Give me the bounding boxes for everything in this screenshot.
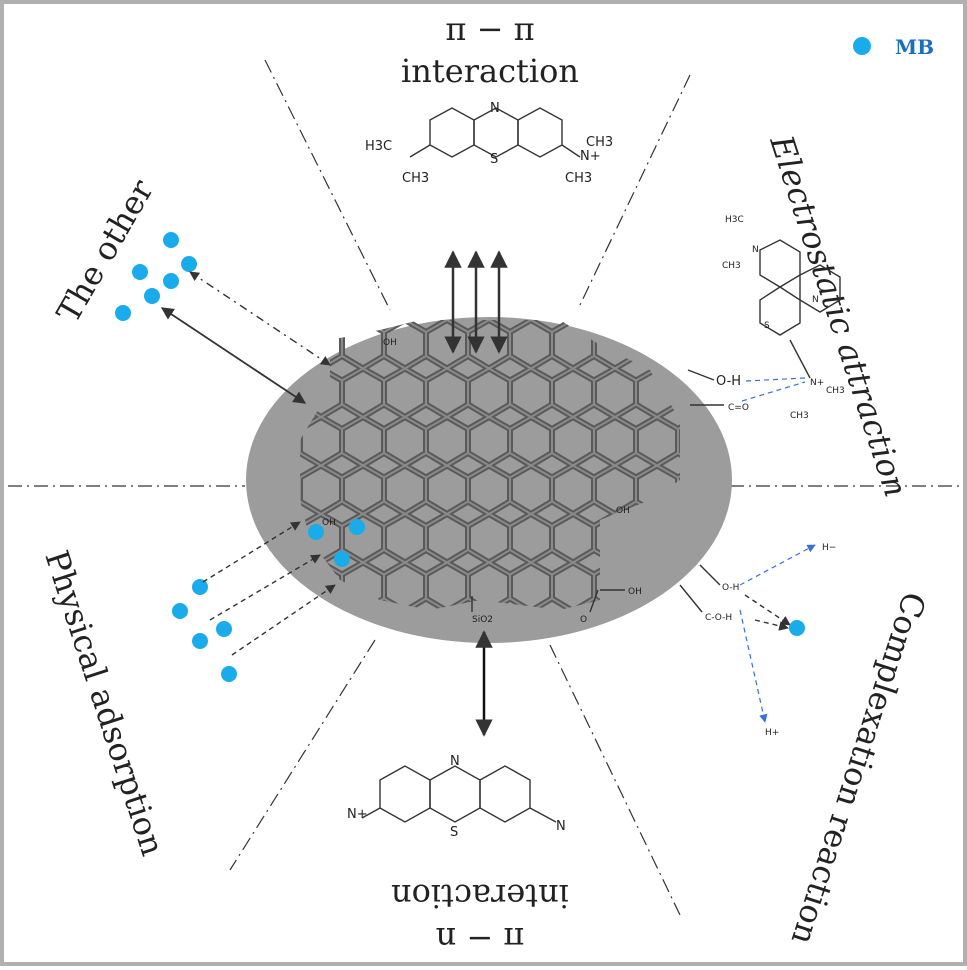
pi-pi-title: π − π <box>445 10 534 48</box>
h-minus-label: H− <box>822 543 836 553</box>
hbond-link-1 <box>745 377 806 382</box>
mb-right-ch3-2: CH3 <box>826 386 845 396</box>
mb-dot-other-4 <box>181 256 197 272</box>
mb-molecule-right: H3C N CH3 N S N+ CH3 CH3 <box>722 215 845 421</box>
mb-dot-complex <box>789 620 805 636</box>
mb-bottom-n: N <box>450 754 460 769</box>
the-other-label: The other <box>49 173 161 329</box>
mb-dot-other-2 <box>132 264 148 280</box>
oh-right-label: OH <box>616 506 630 516</box>
complex-arrow-2 <box>754 619 789 631</box>
oh-top-label: OH <box>383 338 397 348</box>
complex-link-1 <box>739 544 816 586</box>
divider-bottom-right <box>549 644 681 916</box>
mb-dot-pa-4 <box>216 621 232 637</box>
mb-dot-pa-1 <box>192 579 208 595</box>
complex-arrow-1 <box>744 594 791 626</box>
mb-right-n2: N <box>812 295 819 305</box>
mb-right-h3c: H3C <box>725 215 744 225</box>
mb-right-n: N <box>752 245 759 255</box>
mb-right-ch3-3: CH3 <box>790 411 809 421</box>
mb-dot-other-6 <box>115 305 131 321</box>
mb-molecule-top: N S H3C CH3 N+ CH3 CH3 <box>365 101 613 186</box>
legend-label: MB <box>895 35 934 59</box>
pa-arrow-3 <box>231 584 336 656</box>
divider-bottom-left <box>229 639 376 871</box>
oh-group-label: O-H <box>716 374 741 389</box>
o-acid-label: O <box>580 615 587 625</box>
pi-pi-subtitle: interaction <box>401 52 579 90</box>
mb-right-ch3: CH3 <box>722 261 741 271</box>
mb-right-s: S <box>764 321 770 331</box>
complex-oh: O-H <box>722 583 739 593</box>
mb-bottom-n-right: N <box>556 819 566 834</box>
section-pi-pi: π − π interaction N S H3C CH3 N+ CH3 CH3 <box>365 10 613 354</box>
divider-top-left <box>264 59 391 311</box>
complexation-label: Complexation reaction <box>784 588 934 950</box>
h-plus-label: H+ <box>765 728 779 738</box>
mb-dot-other-1 <box>163 232 179 248</box>
mb-top-ch3-left: CH3 <box>402 171 429 186</box>
mb-dot-pa-5 <box>221 666 237 682</box>
legend: MB <box>853 35 934 59</box>
mb-dot-other-5 <box>144 288 160 304</box>
mb-top-ch3-right1: CH3 <box>586 135 613 150</box>
mb-right-nplus: N+ <box>810 378 824 388</box>
pa-arrow-2 <box>209 554 321 621</box>
legend-marker <box>853 37 871 55</box>
section-the-other: The other <box>49 173 331 404</box>
other-arrow-1 <box>189 271 331 366</box>
acid-bond-2 <box>589 589 599 613</box>
mb-bottom-s: S <box>450 825 458 840</box>
other-arrow-2 <box>160 307 307 404</box>
mb-top-nplus: N+ <box>580 149 601 164</box>
mb-dot-other-3 <box>163 273 179 289</box>
mb-top-s: S <box>490 152 498 167</box>
sio2-label: SiO2 <box>472 615 493 625</box>
mb-dot-pa-3 <box>192 633 208 649</box>
complex-coh: C-O-H <box>705 613 732 623</box>
complex-link-2 <box>739 609 768 723</box>
mb-dot-pa-6 <box>308 524 324 540</box>
hbond-link-2 <box>741 381 806 402</box>
section-complexation: Complexation reaction O-H C-O-H H− H+ <box>679 543 934 950</box>
pi-n-title: π − n <box>436 920 525 958</box>
co-group-label: C=O <box>728 403 749 413</box>
divider-top-right <box>579 74 691 306</box>
electrostatic-label: Electrostatic attraction <box>762 130 915 502</box>
mb-top-ch3-right2: CH3 <box>565 171 592 186</box>
pa-arrow-1 <box>202 521 301 583</box>
pi-n-subtitle: interaction <box>391 877 569 915</box>
mb-bottom-nplus: N+ <box>347 807 368 822</box>
mb-dot-pa-8 <box>334 551 350 567</box>
mb-top-n: N <box>490 101 500 116</box>
physical-adsorption-label: Physical adsorption <box>37 546 171 860</box>
mb-dot-pa-7 <box>349 519 365 535</box>
mb-molecule-bottom: N S N N+ <box>347 754 566 840</box>
mb-dot-pa-2 <box>172 603 188 619</box>
mb-top-h3c: H3C <box>365 139 392 154</box>
oh-left-label: OH <box>322 518 336 528</box>
section-pi-n: N S N N+ interaction π − n <box>347 630 569 958</box>
oh-acid-label: OH <box>628 587 642 597</box>
